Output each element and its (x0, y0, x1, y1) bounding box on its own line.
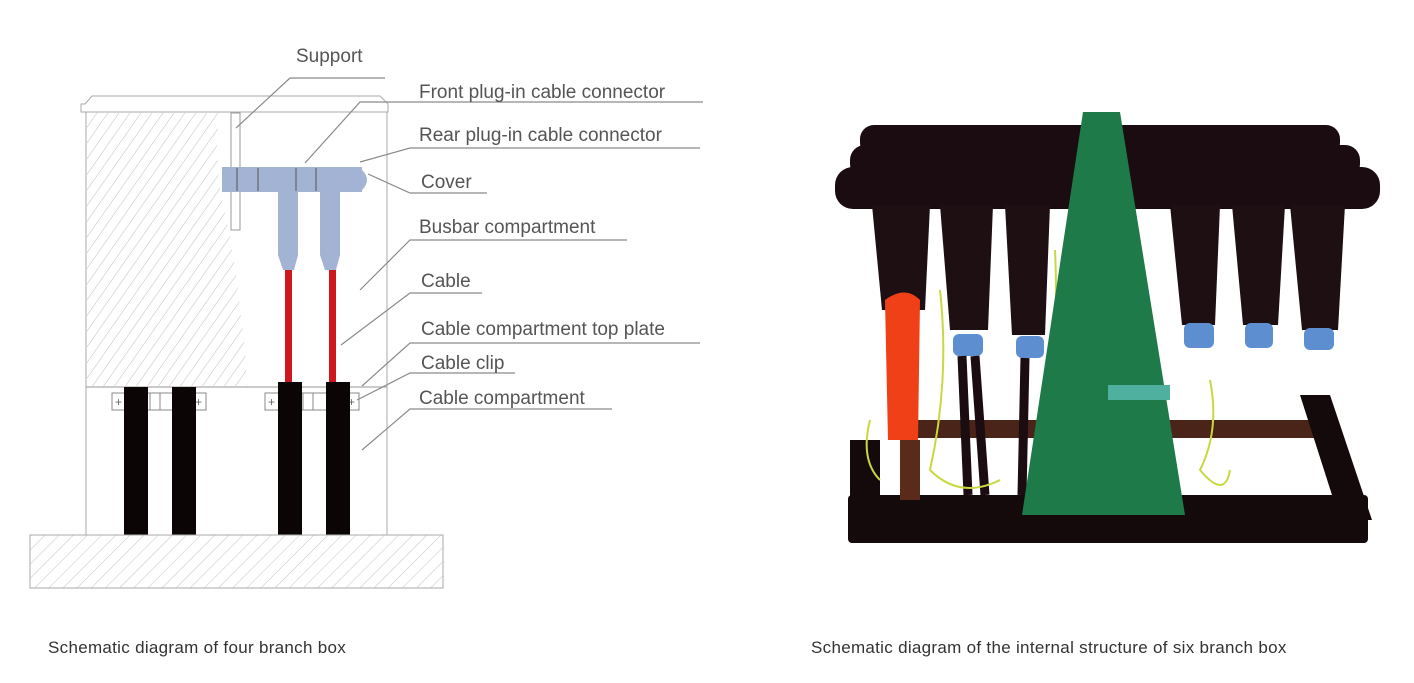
label-busbar-compartment: Busbar compartment (419, 217, 596, 238)
caption-right: Schematic diagram of the internal struct… (811, 638, 1287, 657)
label-rear-connector: Rear plug-in cable connector (419, 125, 663, 146)
green-divider-panel (1022, 112, 1185, 515)
label-cable-clip: Cable clip (421, 353, 504, 374)
cables-dark (957, 355, 1030, 496)
cover (362, 170, 367, 190)
foundation-base (29, 534, 444, 589)
hatched-side-panel (87, 113, 247, 386)
connectors-right (1170, 205, 1345, 330)
connectors-left (872, 205, 1050, 335)
caption-left: Schematic diagram of four branch box (48, 638, 347, 657)
label-cable-compartment: Cable compartment (419, 388, 586, 409)
cable-red-2 (329, 270, 336, 383)
six-branch-box-photo (835, 112, 1380, 543)
bracket (1108, 385, 1170, 400)
label-support: Support (296, 46, 363, 67)
cables-black (124, 382, 350, 535)
label-front-connector: Front plug-in cable connector (419, 82, 666, 103)
roof (80, 95, 389, 113)
surge-arrester (885, 292, 920, 440)
cable-connector (222, 167, 367, 270)
connector-tips (953, 323, 1334, 358)
frame (848, 395, 1372, 543)
label-top-plate: Cable compartment top plate (421, 319, 665, 340)
svg-text:+: + (115, 395, 122, 409)
cable-red-1 (285, 270, 292, 383)
svg-text:+: + (348, 395, 355, 409)
svg-text:+: + (195, 395, 202, 409)
svg-text:+: + (268, 395, 275, 409)
label-cover: Cover (421, 172, 472, 193)
leader-lines (235, 77, 703, 451)
label-cable: Cable (421, 271, 471, 292)
four-branch-box-schematic: + + + + Support Front plug-in cable conn… (29, 46, 703, 589)
